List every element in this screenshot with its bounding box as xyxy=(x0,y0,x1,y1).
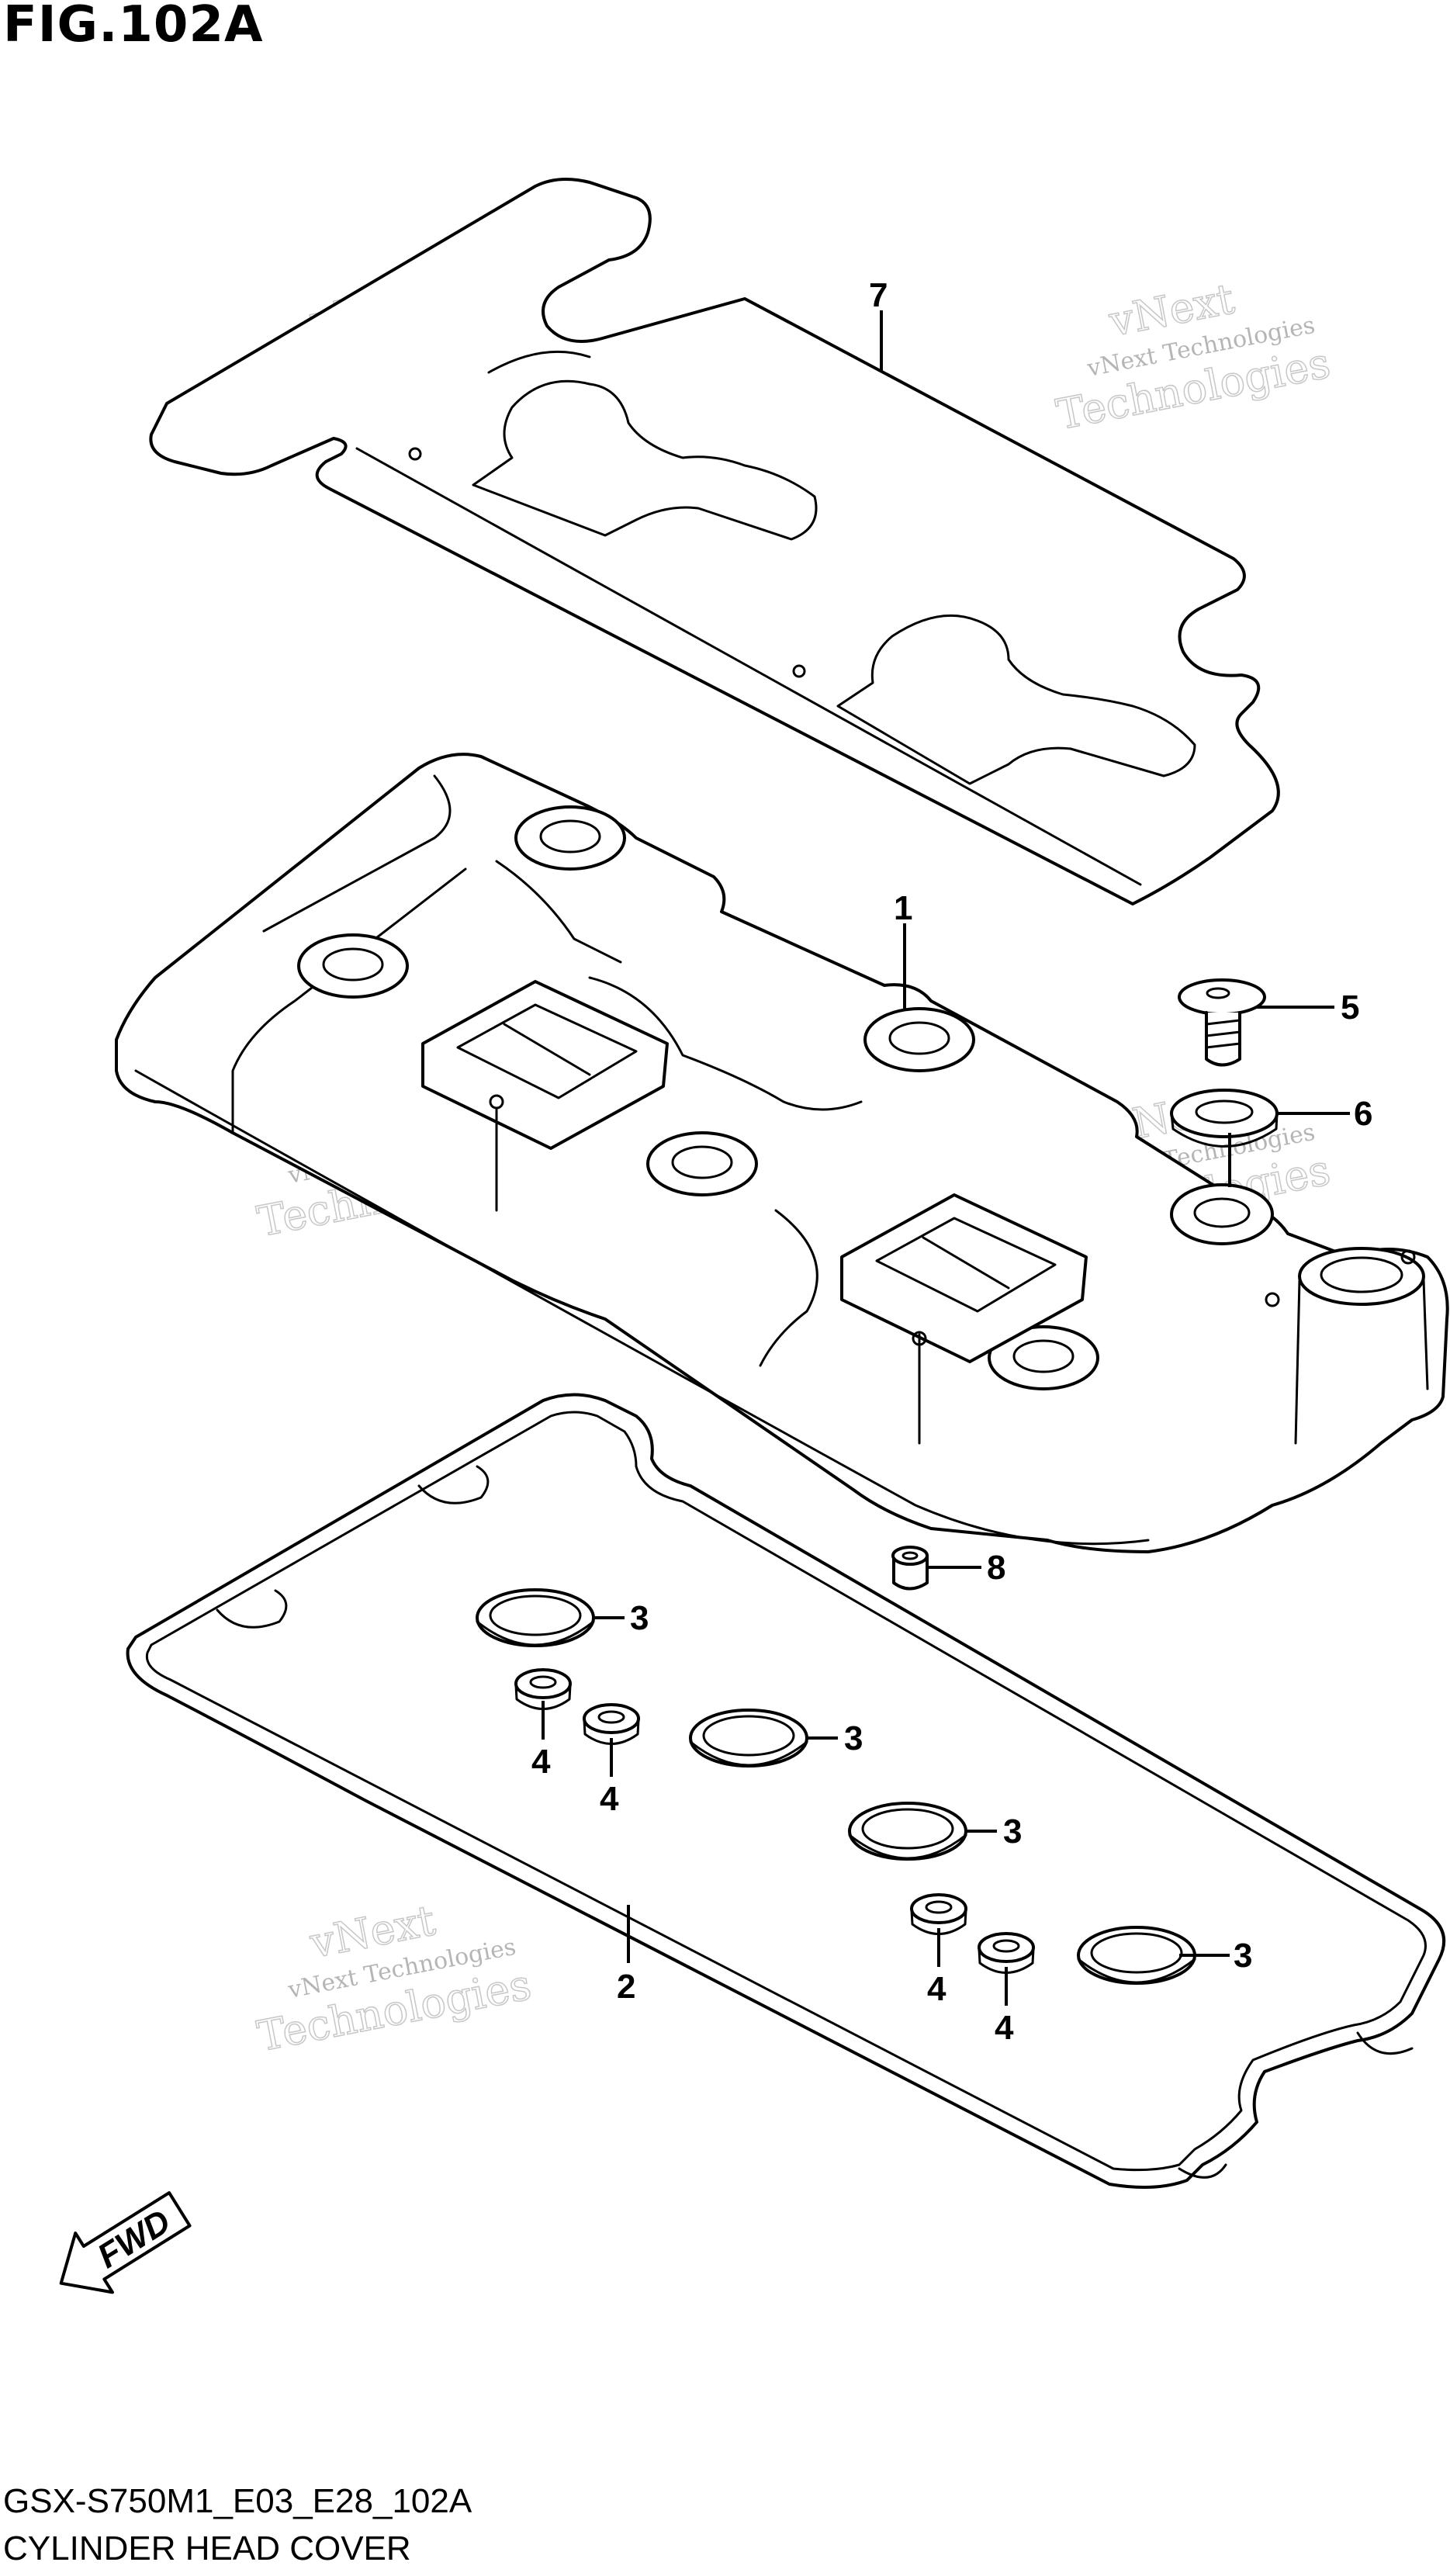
part-5-bolt xyxy=(1178,978,1266,1067)
model-code: GSX-S750M1_E03_E28_102A xyxy=(3,2482,472,2520)
callout-2: 2 xyxy=(617,1968,635,2006)
callout-3-b: 3 xyxy=(844,1719,863,1757)
part-7-insulator xyxy=(149,178,1280,905)
watermark-bottom-left: vNext vNext Technologies Technologies xyxy=(253,1895,535,2062)
part-8-dowel-pin xyxy=(891,1546,929,1591)
part-6-washer xyxy=(1170,1089,1279,1148)
callout-3-a: 3 xyxy=(630,1599,649,1637)
callout-4-d: 4 xyxy=(995,2009,1014,2047)
callout-3-d: 3 xyxy=(1234,1937,1252,1975)
callout-4-c: 4 xyxy=(927,1970,946,2008)
callout-labels: 7 1 5 6 8 3 3 3 3 4 4 4 4 2 xyxy=(531,276,1372,2047)
leader-lines xyxy=(542,310,1350,2006)
callout-8: 8 xyxy=(987,1549,1005,1587)
figure-title: FIG.102A xyxy=(3,0,264,54)
watermark-top-right: vNext vNext Technologies Technologies xyxy=(1052,273,1334,440)
part-4-small-seals xyxy=(514,1668,1035,1974)
fwd-arrow-icon: FWD xyxy=(59,2191,192,2294)
callout-1: 1 xyxy=(894,889,912,927)
callout-4-b: 4 xyxy=(600,1780,619,1818)
callout-3-c: 3 xyxy=(1003,1813,1022,1851)
callout-6: 6 xyxy=(1354,1095,1372,1133)
callout-5: 5 xyxy=(1341,989,1359,1027)
callout-4-a: 4 xyxy=(531,1743,551,1781)
figure-subtitle: CYLINDER HEAD COVER xyxy=(3,2529,411,2567)
part-1-head-cover xyxy=(115,753,1449,1553)
callout-7: 7 xyxy=(869,276,888,314)
part-2-gasket xyxy=(126,1393,1446,2189)
